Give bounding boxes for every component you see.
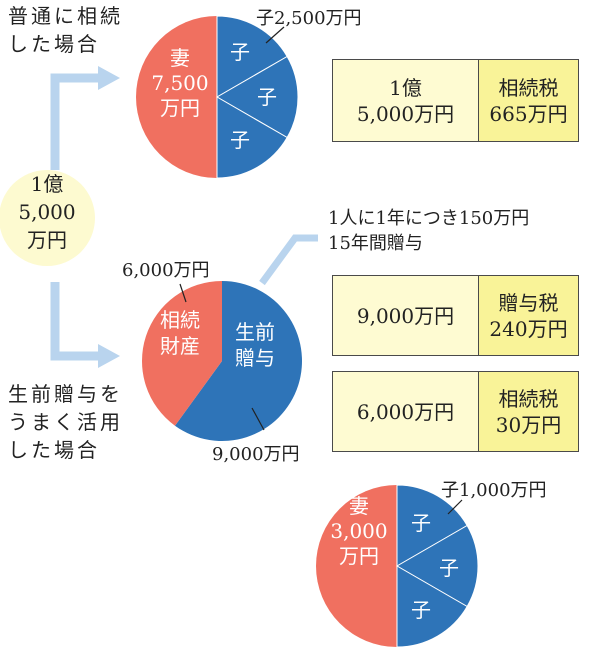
pie-slice-child [216, 15, 288, 98]
pie-slice-label: 子 [257, 85, 277, 109]
box-tax: 相続税 665万円 [478, 60, 578, 141]
pie-slice-label: 子 [439, 556, 459, 580]
pie-slice-label: 子 [411, 598, 431, 622]
pie-slice-label: 子 [411, 511, 431, 535]
result-box-gift: 9,000万円 贈与税 240万円 [332, 275, 579, 356]
arrow-normal [50, 73, 98, 170]
pie-slice-child [216, 96, 288, 179]
arrow-gift-head [98, 344, 120, 368]
estate-amount-label: 6,000万円 [122, 260, 210, 281]
box-amount: 6,000万円 [356, 399, 455, 424]
pie-slice-spouse [136, 16, 217, 178]
total-bubble [0, 170, 95, 266]
box-tax: 相続税 30万円 [478, 372, 578, 451]
leader-lines [179, 26, 463, 515]
leader-gift-amount [251, 407, 265, 431]
gift-amount-label: 9,000万円 [212, 444, 300, 465]
result-box-estate: 6,000万円 相続税 30万円 [332, 371, 579, 452]
leader-child-bottom [447, 499, 463, 515]
pie-slice-label: 相続財産 [160, 308, 200, 358]
pie-slice-child [396, 565, 468, 648]
leader-child-top [265, 26, 285, 44]
arrow-gift [50, 282, 98, 361]
gift-case-label: 生前贈与をうまく活用した場合 [8, 382, 123, 462]
box-tax: 贈与税 240万円 [478, 276, 578, 355]
arrow-normal-head [98, 66, 120, 90]
child-share-bottom-label: 子1,000万円 [441, 480, 547, 501]
box-amount: 1億 5,000万円 [356, 75, 455, 126]
pie-slice-child [174, 281, 302, 441]
result-box-normal: 1億 5,000万円 相続税 665万円 [332, 59, 579, 142]
normal-case-label: 普通に相続した場合 [8, 4, 123, 56]
box-amount: 9,000万円 [356, 303, 455, 328]
pie-slice-label: 生前贈与 [235, 320, 275, 370]
pie-slice-spouse [141, 281, 222, 426]
pie-slice-child [396, 484, 468, 567]
gift-callout-line [259, 234, 318, 286]
leader-estate [179, 283, 187, 303]
pie-slice-label: 子 [230, 40, 250, 64]
pie-slice-child [216, 55, 299, 139]
pie-slice-spouse [316, 485, 397, 647]
pie-slice-child [396, 524, 479, 608]
pie-slice-label: 子 [230, 128, 250, 152]
flow-arrows [50, 66, 120, 368]
child-share-top-label: 子2,500万円 [256, 8, 362, 29]
